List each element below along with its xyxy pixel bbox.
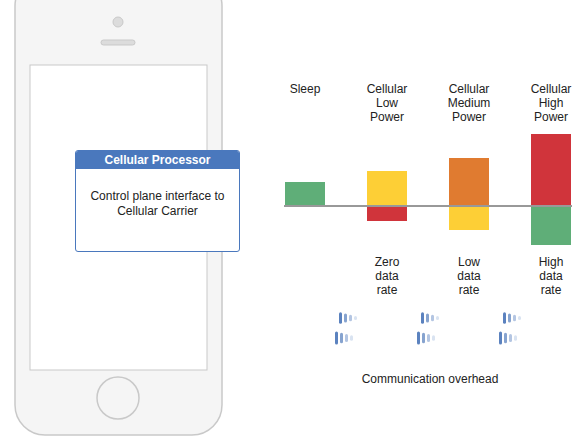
data-rate-label: Low data rate <box>457 255 480 297</box>
signal-bar <box>504 333 507 344</box>
bar <box>367 207 407 221</box>
signal-bar <box>354 316 357 320</box>
signal-bar <box>426 314 429 323</box>
bar <box>367 171 407 205</box>
signal-bar <box>508 314 511 323</box>
data-rate-label: Zero data rate <box>375 255 400 297</box>
state-label: Sleep <box>290 82 321 96</box>
signal-bar <box>335 332 338 345</box>
signal-bar <box>349 315 352 322</box>
axis-caption: Communication overhead <box>362 372 499 386</box>
signal-bar <box>432 335 435 341</box>
signal-bar <box>514 335 517 341</box>
home-button <box>97 377 139 419</box>
phone-camera <box>113 17 123 27</box>
signal-bar <box>499 332 502 345</box>
bar <box>449 207 489 230</box>
baseline <box>284 206 572 207</box>
signal-bar <box>422 333 425 344</box>
signal-bar <box>350 335 353 341</box>
signal-bar <box>417 332 420 345</box>
signal-bar <box>427 334 430 342</box>
bar <box>285 182 325 205</box>
signal-icon <box>335 312 357 344</box>
signal-bar <box>339 312 342 324</box>
signal-bar <box>421 312 424 324</box>
signal-bar <box>344 314 347 323</box>
signal-bar <box>509 334 512 342</box>
signal-bar <box>518 316 521 320</box>
box-heading: Cellular Processor <box>76 151 239 169</box>
signal-bar <box>436 316 439 320</box>
box-text: Control plane interface to Cellular Carr… <box>76 169 239 233</box>
signal-icons <box>335 312 521 344</box>
signal-bar <box>345 334 348 342</box>
bar <box>449 158 489 205</box>
signal-icon <box>417 312 439 344</box>
signal-bar <box>503 312 506 324</box>
processor-box: Cellular ProcessorControl plane interfac… <box>75 150 240 252</box>
phone-speaker <box>101 40 135 45</box>
bar <box>531 134 571 205</box>
state-label: Cellular Medium Power <box>448 82 491 124</box>
data-rate-label: High data rate <box>539 255 564 297</box>
bar <box>531 207 571 245</box>
signal-bar <box>431 315 434 322</box>
state-label: Cellular High Power <box>531 82 572 124</box>
signal-bar <box>513 315 516 322</box>
state-label: Cellular Low Power <box>367 82 408 124</box>
signal-bar <box>340 333 343 344</box>
signal-icon <box>499 312 521 344</box>
